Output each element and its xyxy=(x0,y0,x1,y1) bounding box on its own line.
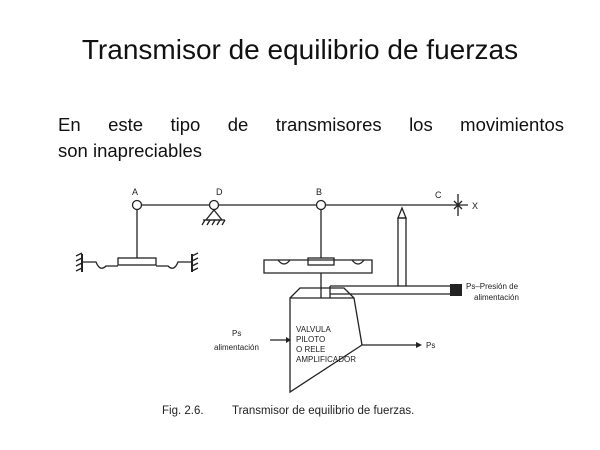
label-supply-right-1: Ps–Presión de xyxy=(466,282,519,291)
end-arrows xyxy=(453,200,463,210)
label-ps-left-2: alimentación xyxy=(214,343,259,352)
nozzle-tube xyxy=(397,217,407,287)
body-line-2: son inapreciables xyxy=(58,140,202,161)
output-arrow xyxy=(416,342,422,348)
valve-label-1: VALVULA xyxy=(296,325,331,334)
chamber-b-outer xyxy=(263,259,373,274)
input-arrow xyxy=(286,337,291,343)
valve-label-3: O RELE xyxy=(296,345,325,354)
pivot-b xyxy=(315,199,327,211)
label-a: A xyxy=(132,187,138,197)
chamber-b-folds xyxy=(277,259,365,265)
label-c: C xyxy=(435,190,442,200)
figure-caption-text: Transmisor de equilibrio de fuerzas. xyxy=(232,405,414,417)
wall-hatch-a xyxy=(75,252,199,272)
label-output: Ps xyxy=(426,341,435,350)
label-supply-right-2: alimentación xyxy=(474,293,519,302)
fulcrum-d xyxy=(204,208,224,221)
label-b: B xyxy=(316,187,322,197)
slide-title: Transmisor de equilibrio de fuerzas xyxy=(81,34,519,65)
valve-label-4: AMPLIFICADOR xyxy=(296,355,356,364)
pivot-d xyxy=(208,199,220,211)
plate-b xyxy=(307,257,335,266)
slide-body-text: En este tipo de transmisores los movimie… xyxy=(58,112,564,164)
valve-label-2: PILOTO xyxy=(296,335,325,344)
nozzle-tip xyxy=(397,206,407,219)
body-line-1: En este tipo de transmisores los movimie… xyxy=(58,114,564,135)
label-x: X xyxy=(472,201,478,211)
label-ps-left: Ps xyxy=(232,329,241,338)
force-balance-diagram: A D B C X Ps–Presión de alimentación VAL… xyxy=(75,187,519,417)
restrictor xyxy=(450,284,462,296)
diaphragm-a xyxy=(82,261,192,269)
plate-a xyxy=(117,257,157,266)
label-d: D xyxy=(216,187,223,197)
fulcrum-hatch xyxy=(201,219,226,226)
pivot-a xyxy=(131,199,143,211)
figure-caption-number: Fig. 2.6. xyxy=(162,405,204,417)
pilot-valve-top xyxy=(289,287,355,299)
